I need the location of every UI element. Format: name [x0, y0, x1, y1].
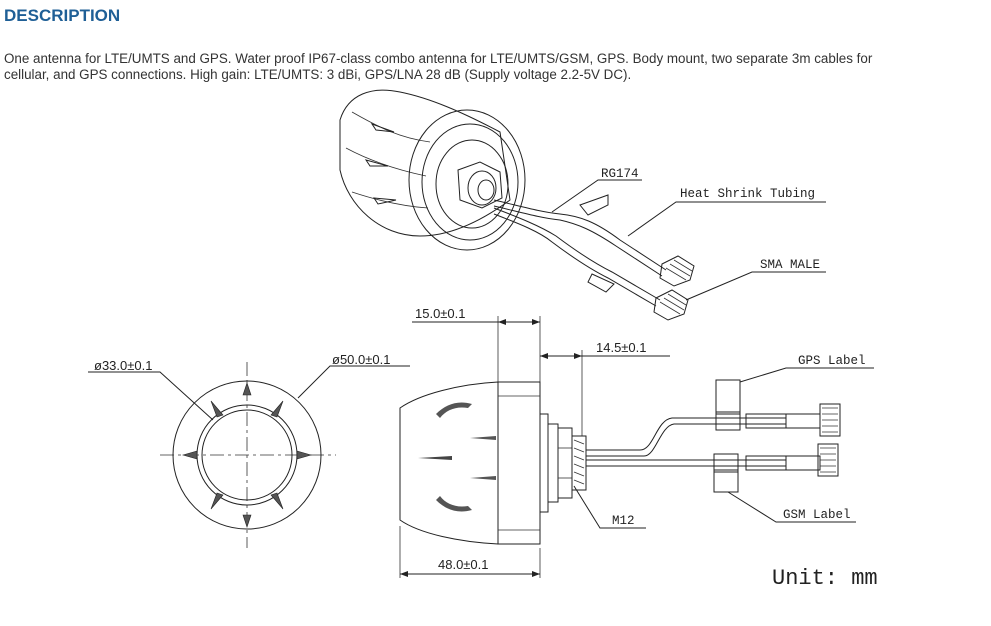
description-line-1: One antenna for LTE/UMTS and GPS. Water …: [4, 51, 873, 66]
inner-diameter-dimension: ø33.0±0.1: [94, 358, 152, 373]
sma-male-label: SMA MALE: [760, 258, 820, 272]
heat-shrink-label: Heat Shrink Tubing: [680, 187, 815, 201]
gps-label-callout: GPS Label: [798, 354, 866, 368]
body-top-dimension: 15.0±0.1: [415, 306, 466, 321]
sma-connector-gps: [785, 403, 841, 437]
outer-diameter-dimension: ø50.0±0.1: [332, 352, 390, 367]
gsm-label-callout: GSM Label: [783, 508, 851, 522]
description-text: One antenna for LTE/UMTS and GPS. Water …: [4, 51, 986, 83]
sma-connector-upper: [659, 255, 695, 287]
overall-length-dimension: 48.0±0.1: [438, 557, 489, 572]
antenna-front-view: [88, 362, 410, 548]
unit-note: Unit: mm: [772, 566, 878, 591]
antenna-side-view: [399, 316, 874, 578]
antenna-3d-view: [339, 89, 826, 321]
description-line-2: cellular, and GPS connections. High gain…: [4, 67, 632, 82]
sma-connector-gsm: [785, 443, 839, 477]
m12-callout: M12: [612, 514, 635, 528]
rg174-label: RG174: [601, 167, 639, 181]
section-heading: DESCRIPTION: [4, 6, 121, 25]
sma-connector-lower: [653, 289, 689, 321]
thread-length-dimension: 14.5±0.1: [596, 340, 647, 355]
